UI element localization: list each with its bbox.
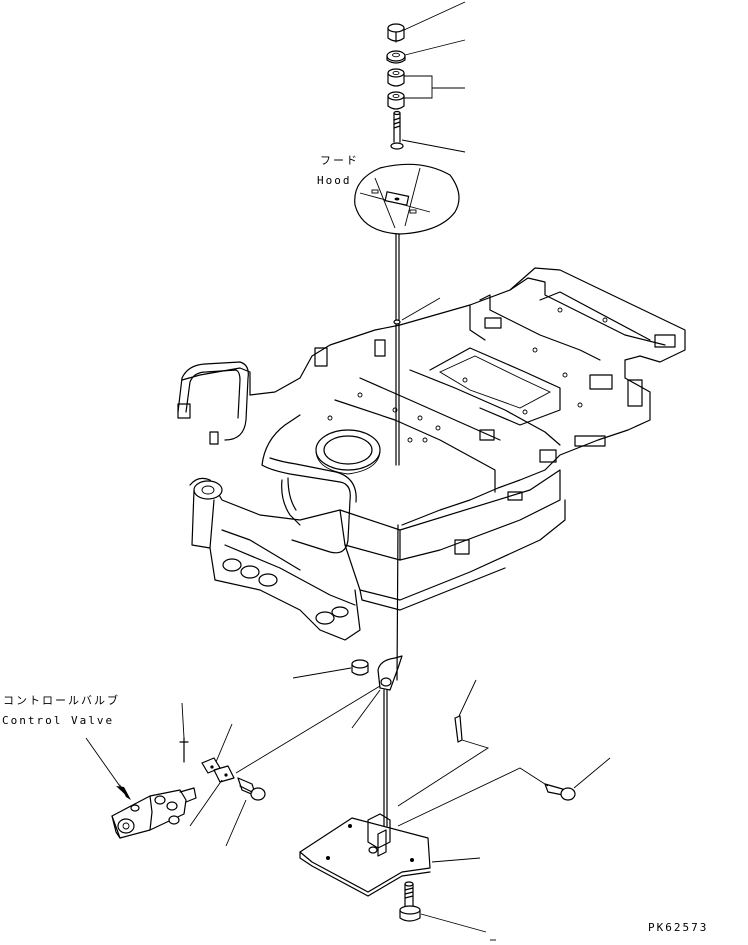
floor-plate (299, 813, 431, 897)
hood-label-en: Hood (317, 174, 352, 187)
mounting-tabs (177, 317, 676, 555)
valve-label-jp: コントロールバルブ (3, 694, 120, 707)
boom-lugs (221, 529, 356, 625)
link-rod (235, 685, 381, 774)
pin-long-right (397, 757, 611, 827)
lever-joint (377, 655, 403, 691)
leader-pin-bolt (225, 799, 247, 847)
hood-part (354, 163, 460, 235)
leader-bolt (401, 139, 466, 153)
leader-rod (401, 297, 441, 321)
adjuster-bolt (390, 110, 404, 150)
control-rod (383, 233, 401, 827)
hex-nut-top (387, 23, 405, 43)
leader-washer (404, 39, 466, 56)
valve-label-en: Control Valve (2, 714, 115, 727)
leader-bottom-bolt (420, 913, 487, 933)
hex-nut-mid-2 (387, 91, 405, 110)
hex-nut-mid-1 (387, 68, 405, 87)
bottom-bolt (399, 881, 421, 922)
handrail-pipe (177, 361, 357, 554)
valve-pointer-arrow (85, 737, 131, 800)
leader-joint (351, 689, 381, 729)
leader-bushing (292, 667, 352, 679)
leader-plate (431, 857, 481, 863)
leader-clevis (215, 723, 233, 763)
pin-small-upper (179, 702, 189, 763)
clevis-bracket (201, 757, 235, 783)
leader-bracket-nuts (404, 75, 433, 99)
frame-holes (327, 307, 608, 443)
control-valve (111, 787, 197, 839)
pin-small-right (397, 679, 490, 807)
hood-label-jp: フード (320, 154, 359, 167)
cylinder-bushing (351, 659, 369, 676)
washer (386, 50, 406, 64)
drawing-number: PK62573 (648, 921, 709, 934)
leader-nut-top (403, 1, 466, 31)
leader-clevis-low (189, 779, 223, 827)
main-frame (177, 267, 686, 641)
pin-bolt-side (237, 777, 266, 801)
